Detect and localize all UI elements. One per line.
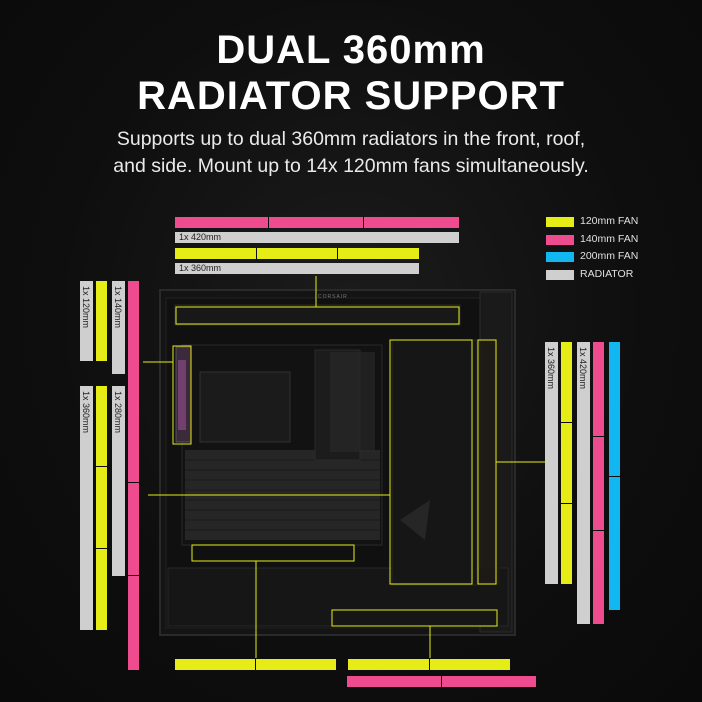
side-280-radiator-bar (112, 386, 125, 576)
legend-label-120: 120mm FAN (580, 215, 639, 227)
front-360-radiator-bar (545, 342, 558, 584)
top-mount-outline (175, 306, 460, 325)
rear-140-radiator-bar (112, 281, 125, 374)
top-360-label: 1x 360mm (179, 263, 222, 273)
rear-mount-outline (172, 345, 192, 445)
front-fan-outline (477, 339, 497, 585)
legend-label-200: 200mm FAN (580, 250, 639, 262)
headline-line-2: RADIATOR SUPPORT (137, 74, 565, 118)
subtitle-line-1: Supports up to dual 360mm radiators in t… (116, 128, 586, 150)
headline-line-1: DUAL 360mm (216, 28, 486, 72)
rear-120mm-fan-bar (96, 281, 107, 361)
legend-swatch-140 (546, 235, 574, 245)
side-120mm-fan-bar (96, 386, 107, 630)
legend-swatch-120 (546, 217, 574, 227)
front-420-radiator-bar (577, 342, 590, 624)
top-120mm-fan-bar (175, 248, 419, 259)
case-brand-mark: CORSAIR (318, 294, 348, 300)
bottom-mount-outline-1 (191, 544, 355, 562)
front-inner-outline (389, 339, 473, 585)
top-420-label: 1x 420mm (179, 232, 222, 242)
side-280-label: 1x 280mm (113, 391, 123, 434)
legend-label-140: 140mm FAN (580, 233, 639, 245)
front-360-label: 1x 360mm (546, 347, 556, 390)
rear-140-label: 1x 140mm (113, 286, 123, 329)
side-140mm-fan-bar (128, 360, 139, 670)
subtitle-line-2: and side. Mount up to 14x 120mm fans sim… (113, 155, 589, 177)
top-140mm-fan-bar (175, 217, 459, 228)
front-420-label: 1x 420mm (578, 347, 588, 390)
rear-120-radiator-bar (80, 281, 93, 361)
top-360-radiator-bar (175, 263, 419, 274)
front-120mm-fan-bar (561, 342, 572, 584)
legend-swatch-radiator (546, 270, 574, 280)
front-140mm-fan-bar (593, 342, 604, 624)
side-360-label: 1x 360mm (81, 391, 91, 434)
side-360-radiator-bar (80, 386, 93, 630)
rear-140mm-fan-bar (128, 281, 139, 374)
bottom-mount-outline-2 (331, 609, 498, 627)
legend-label-radiator: RADIATOR (580, 268, 634, 280)
top-420-radiator-bar (175, 232, 459, 243)
rear-120-label: 1x 120mm (81, 286, 91, 329)
legend-swatch-200 (546, 252, 574, 262)
